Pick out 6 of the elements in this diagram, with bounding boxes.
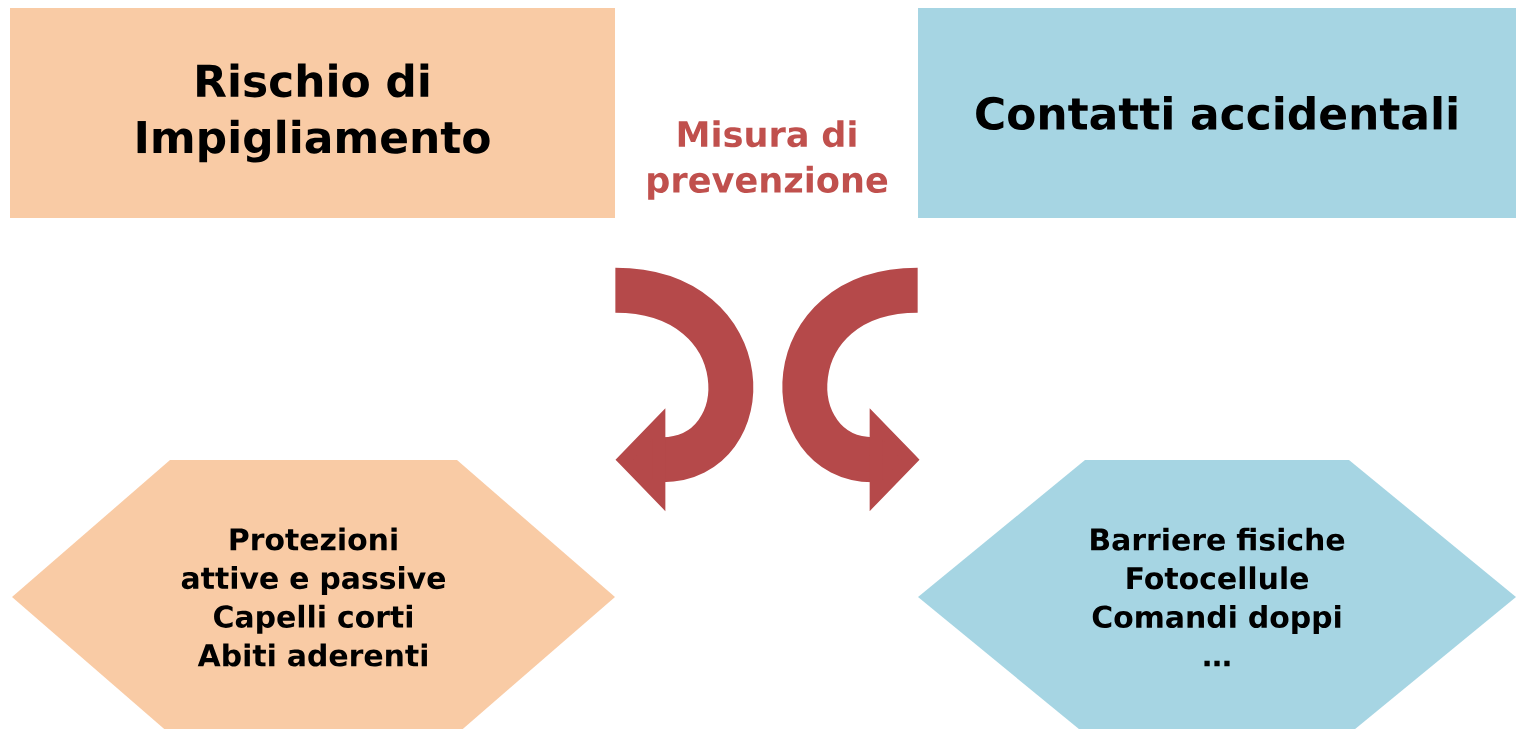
hexagon-box: Protezioni attive e passive Capelli corti Abiti aderenti — [12, 460, 615, 729]
curved-arrow — [613, 267, 753, 512]
text-label: Misura di prevenzione — [648, 120, 888, 200]
text-box: Rischio di Impigliamento — [10, 8, 615, 218]
text-box: Contatti accidentali — [918, 8, 1516, 218]
hexagon-box: Barriere fisiche Fotocellule Comandi doppi … — [918, 460, 1516, 729]
